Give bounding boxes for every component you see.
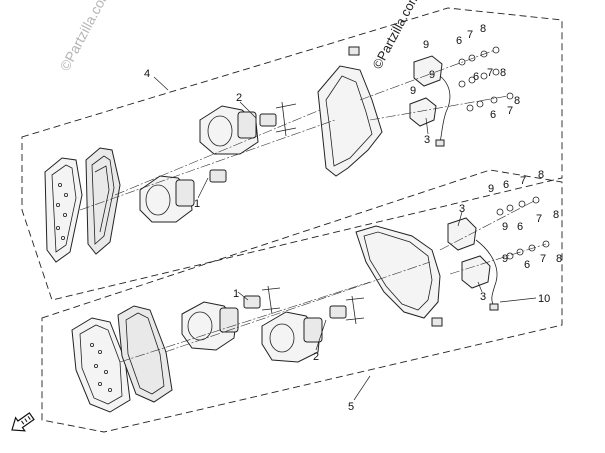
upper-centerlines: [79, 49, 509, 211]
upper-housing: [317, 46, 383, 177]
callout-7-lower-c: 7: [540, 253, 546, 265]
callout-8-upper-b: 8: [500, 67, 506, 79]
callout-6-upper-b: 6: [473, 71, 479, 83]
callout-7-upper-b: 7: [487, 67, 493, 79]
lower-lamps: [447, 217, 499, 311]
upper-lens: [44, 157, 83, 263]
callout-socket-lower: 1: [233, 288, 239, 300]
lower-hardware: [496, 196, 550, 260]
callout-assembly-lower: 5: [348, 401, 354, 413]
callout-6-upper-c: 6: [490, 109, 496, 121]
callout-harness: 10: [538, 293, 550, 305]
upper-assembly-boundary: [21, 7, 563, 301]
upper-lamps: [409, 55, 451, 147]
callout-8-lower-a: 8: [538, 169, 544, 181]
callout-8-upper-a: 8: [480, 23, 486, 35]
callout-8-lower-c: 8: [556, 253, 562, 265]
callout-8-upper-c: 8: [514, 95, 520, 107]
callout-6-lower-a: 6: [503, 179, 509, 191]
callout-9-lower-b: 9: [502, 221, 508, 233]
callout-9-lower-a: 9: [488, 183, 494, 195]
callout-lamp-lower-a: 3: [459, 203, 465, 215]
callout-9-lower-c: 9: [502, 253, 508, 265]
callout-leaders: [153, 76, 537, 401]
upper-bezel-gasket: [85, 147, 121, 255]
watermark-faint: ©Partzilla.com: [57, 0, 114, 73]
callout-bulb-lower: 2: [313, 351, 319, 363]
callout-9-upper-b: 9: [429, 69, 435, 81]
upper-hardware: [458, 46, 514, 112]
callout-assembly-upper: 4: [144, 68, 150, 80]
upper-headlamp-unit-right: [199, 105, 259, 155]
callout-7-upper-a: 7: [467, 29, 473, 41]
callout-7-lower-b: 7: [536, 213, 542, 225]
lower-centerlines: [119, 199, 547, 363]
lower-headlamp-unit-left: [181, 301, 239, 351]
front-arrow-icon: [11, 412, 35, 432]
lower-bezel-gasket: [117, 305, 173, 403]
callout-8-lower-b: 8: [553, 209, 559, 221]
callout-lamp-upper: 3: [424, 134, 430, 146]
callout-6-lower-b: 6: [517, 221, 523, 233]
lower-lens: [71, 317, 131, 413]
callout-lamp-lower-b: 3: [480, 291, 486, 303]
callout-bulb-upper: 2: [236, 92, 242, 104]
callout-socket-upper: 1: [194, 198, 200, 210]
watermark-main: ©Partzilla.com: [369, 0, 422, 71]
callout-6-lower-c: 6: [524, 259, 530, 271]
lower-bulb-sockets: [243, 285, 365, 325]
callout-7-upper-c: 7: [507, 105, 513, 117]
lower-headlamp-unit-right: [261, 311, 323, 363]
callout-7-lower-a: 7: [520, 175, 526, 187]
callout-6-upper-a: 6: [456, 35, 462, 47]
upper-headlamp-unit-left: [139, 175, 195, 223]
upper-bulb-sockets: [209, 101, 297, 183]
lower-housing: [355, 225, 443, 327]
callout-9-upper-a: 9: [423, 39, 429, 51]
callout-9-upper-c: 9: [410, 85, 416, 97]
lower-assembly-boundary: [41, 169, 563, 433]
